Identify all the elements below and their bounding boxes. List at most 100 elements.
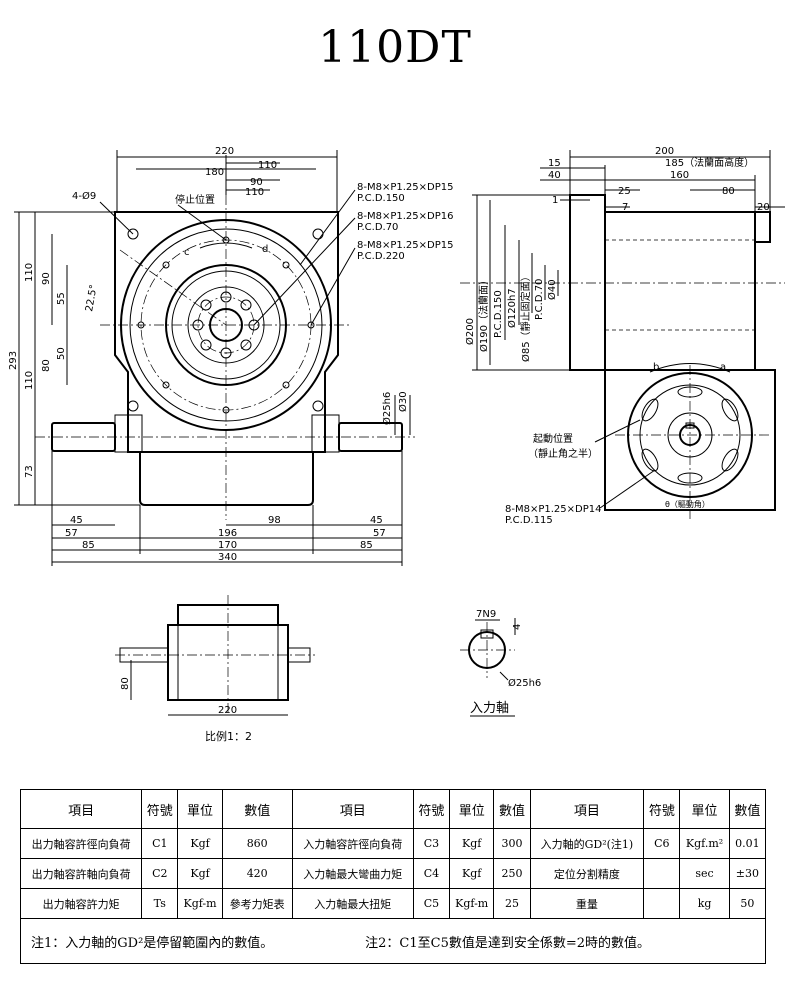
header-cell: 單位: [448, 789, 495, 829]
table-cell: 定位分割精度: [529, 858, 645, 889]
table-cell: 250: [493, 858, 531, 889]
svg-text:90: 90: [250, 177, 263, 188]
top-view: [115, 595, 315, 716]
table-cell: 入力軸最大彎曲力矩: [291, 858, 414, 889]
table-cell: Kgf: [177, 858, 223, 889]
spec-header-row: 項目 符號 單位 數值 項目 符號 單位 數值 項目 符號 單位 數值: [19, 789, 767, 829]
notes-row: 注1：入力軸的GD²是停留範圍內的數值。 注2：C1至C5數值是達到安全係數=2…: [20, 918, 766, 964]
corner-hole-tl: [127, 228, 139, 240]
svg-text:7N9: 7N9: [476, 609, 496, 620]
top-view-labels: 80 220 比例1：2: [120, 677, 252, 743]
svg-text:8-M8×P1.25×DP15: 8-M8×P1.25×DP15: [357, 240, 453, 251]
header-cell: 單位: [177, 789, 223, 829]
note-2: 注2：C1至C5數值是達到安全係數=2時的數值。: [365, 935, 651, 951]
table-row: 出力軸容許軸向負荷 C2 Kgf 420 入力軸最大彎曲力矩 C4 Kgf 25…: [19, 858, 767, 889]
svg-text:4: 4: [512, 624, 523, 630]
svg-text:340: 340: [218, 552, 237, 563]
table-cell: 入力軸最大扭矩: [291, 888, 414, 919]
front-housing: [114, 211, 339, 453]
table-cell: 860: [221, 828, 293, 859]
header-cell: 數值: [728, 789, 767, 829]
svg-text:40: 40: [548, 170, 561, 181]
svg-text:c: c: [184, 247, 190, 258]
header-cell: 單位: [679, 789, 730, 829]
svg-text:85: 85: [360, 540, 373, 551]
svg-text:220: 220: [218, 705, 237, 716]
table-cell: [643, 888, 681, 919]
svg-text:45: 45: [370, 515, 383, 526]
note-1: 注1：入力軸的GD²是停留範圍內的數值。: [31, 935, 274, 951]
header-cell: 數值: [221, 789, 293, 829]
header-cell: 數值: [493, 789, 531, 829]
svg-text:P.C.D.70: P.C.D.70: [357, 222, 398, 233]
side-view: [460, 150, 785, 520]
table-cell: Ts: [141, 888, 179, 919]
header-cell: 符號: [643, 789, 681, 829]
svg-text:Ø30: Ø30: [397, 391, 409, 412]
svg-text:80: 80: [722, 186, 735, 197]
table-row: 出力軸容許徑向負荷 C1 Kgf 860 入力軸容許徑向負荷 C3 Kgf 30…: [19, 828, 767, 859]
svg-text:b: b: [653, 362, 659, 373]
svg-text:（靜止角之半）: （靜止角之半）: [528, 447, 598, 460]
front-view-labels: 220 180 110 90 110 4-Ø9 停止位置 c d 8-M8×P1…: [8, 146, 453, 563]
svg-text:P.C.D.115: P.C.D.115: [505, 515, 553, 526]
svg-text:1: 1: [552, 195, 558, 206]
svg-text:Ø25h6: Ø25h6: [381, 392, 393, 425]
svg-text:P.C.D.150: P.C.D.150: [493, 290, 504, 338]
front-view: [14, 150, 415, 566]
svg-text:停止位置: 停止位置: [175, 193, 215, 206]
table-cell: 300: [493, 828, 531, 859]
svg-text:110: 110: [24, 371, 35, 390]
table-cell: Kgf: [177, 828, 223, 859]
table-cell: Kgf-m: [177, 888, 223, 919]
header-cell: 項目: [19, 789, 143, 829]
svg-text:98: 98: [268, 515, 281, 526]
svg-text:20: 20: [757, 202, 770, 213]
table-cell: 25: [493, 888, 531, 919]
svg-text:200: 200: [655, 146, 674, 157]
table-cell: 出力軸容許徑向負荷: [19, 828, 143, 859]
side-view-labels: 200 185（法蘭面高度） 15 40 160 25 80 1 7 20 Ø2…: [464, 146, 770, 526]
header-cell: 符號: [412, 789, 451, 829]
svg-text:80: 80: [120, 677, 131, 690]
technical-drawing: 220 180 110 90 110 4-Ø9 停止位置 c d 8-M8×P1…: [8, 146, 785, 743]
svg-text:22.5°: 22.5°: [84, 284, 100, 313]
table-cell: 出力軸容許力矩: [19, 888, 143, 919]
svg-text:Ø25h6: Ø25h6: [508, 677, 541, 689]
table-cell: sec: [679, 858, 730, 889]
svg-text:P.C.D.220: P.C.D.220: [357, 251, 405, 262]
side-flange: [569, 194, 606, 371]
drawing-title: 110DT: [318, 22, 472, 73]
svg-text:4-Ø9: 4-Ø9: [72, 190, 96, 202]
corner-hole-br: [312, 400, 324, 412]
svg-text:57: 57: [65, 528, 78, 539]
table-cell: 入力軸的GD²(注1): [529, 828, 645, 859]
side-body-upper: [604, 211, 756, 371]
svg-text:110: 110: [245, 187, 264, 198]
svg-text:P.C.D.70: P.C.D.70: [534, 279, 545, 320]
table-cell: Kgf.m²: [679, 828, 730, 859]
svg-text:293: 293: [8, 351, 19, 370]
header-cell: 項目: [529, 789, 645, 829]
spec-table: 項目 符號 單位 數值 項目 符號 單位 數值 項目 符號 單位 數值 出力軸容…: [19, 789, 767, 964]
svg-text:185（法蘭面高度）: 185（法蘭面高度）: [665, 156, 754, 169]
table-cell: kg: [679, 888, 730, 919]
svg-text:73: 73: [24, 465, 35, 478]
table-cell: C6: [643, 828, 681, 859]
table-cell: C5: [412, 888, 451, 919]
table-cell: C4: [412, 858, 451, 889]
svg-text:15: 15: [548, 158, 561, 169]
table-cell: C2: [141, 858, 179, 889]
table-cell: 0.01: [728, 828, 767, 859]
svg-text:比例1：2: 比例1：2: [205, 729, 252, 743]
svg-text:Ø85（靜止固定面）: Ø85（靜止固定面）: [519, 271, 532, 362]
svg-text:Ø190（法蘭面）: Ø190（法蘭面）: [477, 275, 490, 352]
table-cell: 重量: [529, 888, 645, 919]
svg-text:起動位置: 起動位置: [533, 432, 573, 445]
table-cell: 50: [728, 888, 767, 919]
svg-text:8-M8×P1.25×DP16: 8-M8×P1.25×DP16: [357, 211, 453, 222]
table-cell: Kgf: [448, 828, 495, 859]
corner-hole-bl: [127, 400, 139, 412]
table-cell: C3: [412, 828, 451, 859]
table-cell: ±30: [728, 858, 767, 889]
